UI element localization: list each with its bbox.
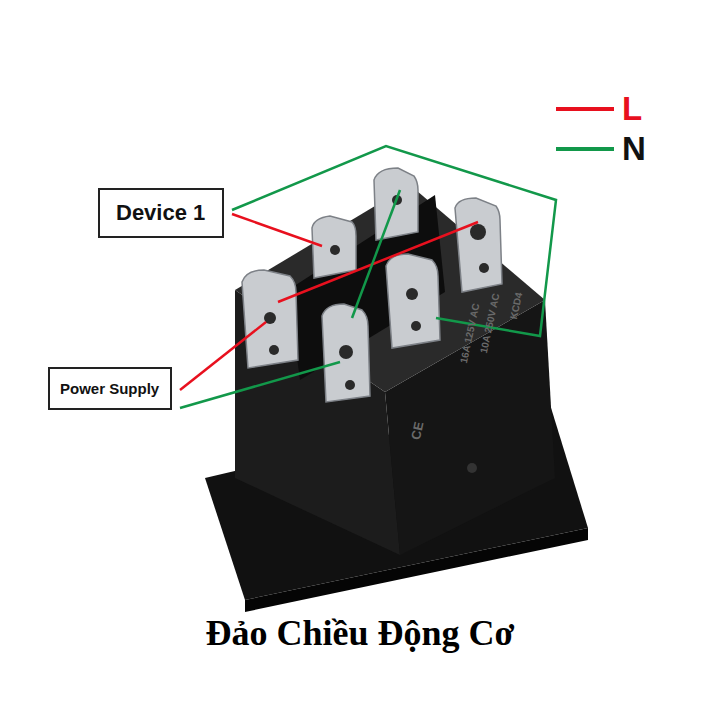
caption: Đảo Chiều Động Cơ [0, 612, 720, 654]
terminal-pins [242, 168, 502, 402]
switch-top [235, 185, 545, 392]
box-text: Power Supply [60, 380, 160, 397]
box-text: Device 1 [116, 200, 206, 226]
device-box: Device 1 [98, 188, 224, 238]
power-supply-box: Power Supply [48, 367, 172, 410]
switch-dot [467, 463, 477, 473]
legend-text: L [622, 90, 642, 128]
wires [180, 146, 556, 408]
legend-swatch [556, 147, 614, 151]
pin-holes [264, 195, 489, 390]
legend-swatch [556, 107, 614, 111]
legend-text: N [622, 130, 646, 168]
